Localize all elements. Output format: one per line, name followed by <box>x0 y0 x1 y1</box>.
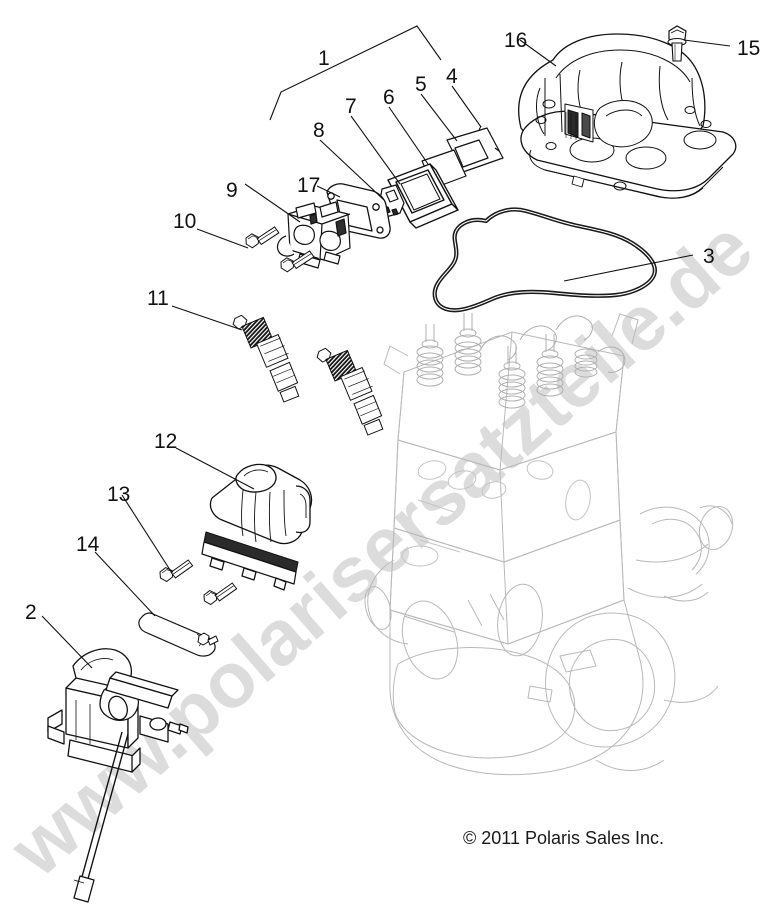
part-13-manifold-bolt-b <box>202 582 239 606</box>
callout-11[interactable]: 11 <box>147 287 169 310</box>
part-14-manifold-stud <box>138 612 219 657</box>
watermark-text: www.polarisersatzteile.de <box>0 203 769 894</box>
leader-10 <box>196 228 249 249</box>
part-9-fuel-rail-injector-block <box>276 201 351 269</box>
callout-13[interactable]: 13 <box>107 483 131 506</box>
leader-7 <box>350 115 401 185</box>
callout-15[interactable]: 15 <box>737 37 761 60</box>
part-12-intake-manifold <box>201 463 313 591</box>
part-16-valve-cover <box>518 33 737 199</box>
leader-8 <box>319 139 385 201</box>
callout-8[interactable]: 8 <box>313 119 325 142</box>
callout-5[interactable]: 5 <box>415 73 427 96</box>
leader-17 <box>316 185 341 198</box>
part-2-throttle-body <box>47 648 189 903</box>
leader-1 <box>269 25 442 121</box>
callout-9[interactable]: 9 <box>226 179 238 202</box>
callout-10[interactable]: 10 <box>173 210 197 233</box>
callout-4[interactable]: 4 <box>446 65 458 88</box>
leader-15 <box>683 39 731 47</box>
leader-16 <box>519 39 557 67</box>
leader-3 <box>563 254 694 282</box>
leader-11 <box>171 305 243 331</box>
leader-5 <box>420 93 458 142</box>
copyright-notice: © 2011 Polaris Sales Inc. <box>463 828 665 848</box>
part-10-flange-bolt-a <box>245 226 280 249</box>
leader-6 <box>388 106 429 165</box>
watermark: www.polarisersatzteile.de <box>0 203 769 894</box>
callout-16[interactable]: 16 <box>504 29 528 52</box>
leader-9 <box>244 183 301 223</box>
callout-2[interactable]: 2 <box>25 601 37 624</box>
part-7-throttle-body-adapter-frame <box>387 163 459 229</box>
leader-lines <box>41 25 731 669</box>
part-15-valve-cover-bolt <box>667 25 687 62</box>
leader-13 <box>121 494 173 574</box>
part-11-spark-plug-b <box>306 345 394 438</box>
part-13-manifold-bolt-a <box>158 559 195 583</box>
callout-17[interactable]: 17 <box>297 174 321 197</box>
callout-14[interactable]: 14 <box>76 533 100 556</box>
part-11-spark-plug-a <box>222 312 310 405</box>
part-3-valve-cover-gasket <box>432 207 657 313</box>
leader-12 <box>175 447 255 490</box>
callout-3[interactable]: 3 <box>703 245 715 268</box>
callout-7[interactable]: 7 <box>345 95 357 118</box>
callout-6[interactable]: 6 <box>383 86 395 109</box>
callout-12[interactable]: 12 <box>154 430 178 453</box>
engine-block-phantom <box>364 313 734 776</box>
callout-1[interactable]: 1 <box>318 47 330 70</box>
leader-2 <box>41 615 93 669</box>
leader-14 <box>94 551 156 617</box>
leader-4 <box>451 85 482 128</box>
